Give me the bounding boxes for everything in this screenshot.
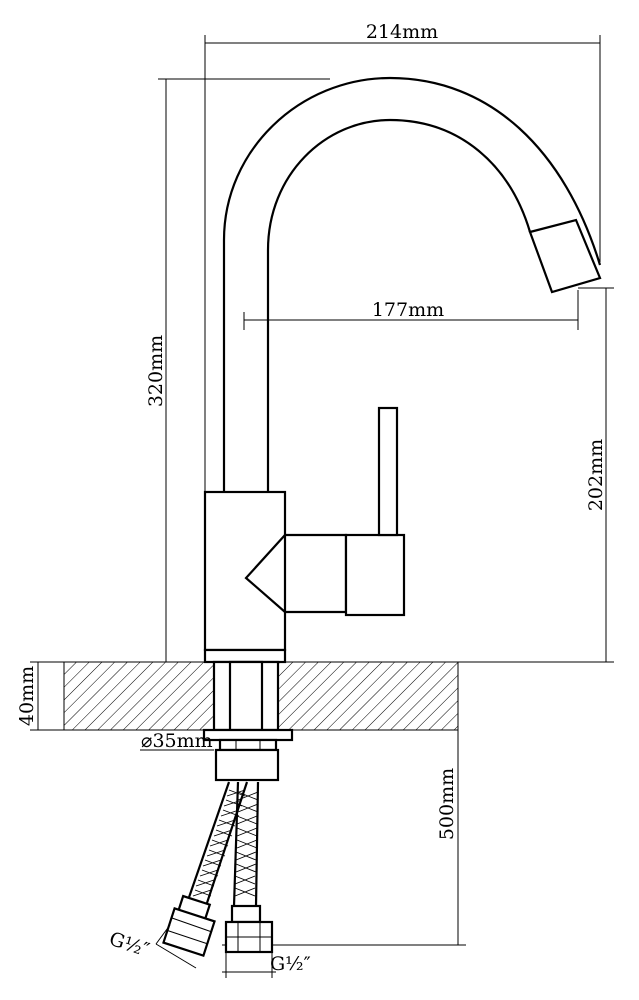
left-thread-label: G½″ xyxy=(106,928,152,962)
countertop-section xyxy=(30,661,614,731)
braided-hose-right xyxy=(224,781,274,954)
handle-base xyxy=(344,533,406,617)
dimension-overall-height: 320mm xyxy=(145,78,330,662)
dimension-spout-reach: 177mm xyxy=(243,290,579,330)
counter-thickness-label: 40mm xyxy=(16,666,38,726)
hose-length-label: 500mm xyxy=(436,768,458,840)
spout-reach-label: 177mm xyxy=(372,299,444,321)
aerator-tip xyxy=(528,218,602,294)
braided-hose-left xyxy=(162,781,249,957)
right-thread-label: G½″ xyxy=(270,953,311,975)
dimension-spout-height: 202mm xyxy=(578,287,614,662)
spout xyxy=(222,76,602,492)
dimension-hole-diameter: ⌀35mm xyxy=(140,730,214,752)
faucet-body xyxy=(203,406,406,664)
overall-height-label: 320mm xyxy=(145,335,167,407)
thread-callout-right: G½″ xyxy=(222,952,311,978)
lever-handle xyxy=(377,406,399,537)
spout-height-label: 202mm xyxy=(585,439,607,511)
mounting-shank xyxy=(202,660,294,782)
base-ring xyxy=(203,648,287,664)
dimension-counter-thickness: 40mm xyxy=(16,662,39,730)
hole-diameter-label: ⌀35mm xyxy=(141,730,213,752)
dimension-overall-width: 214mm xyxy=(204,21,601,492)
valve-cartridge xyxy=(244,533,348,614)
overall-width-label: 214mm xyxy=(366,21,438,43)
